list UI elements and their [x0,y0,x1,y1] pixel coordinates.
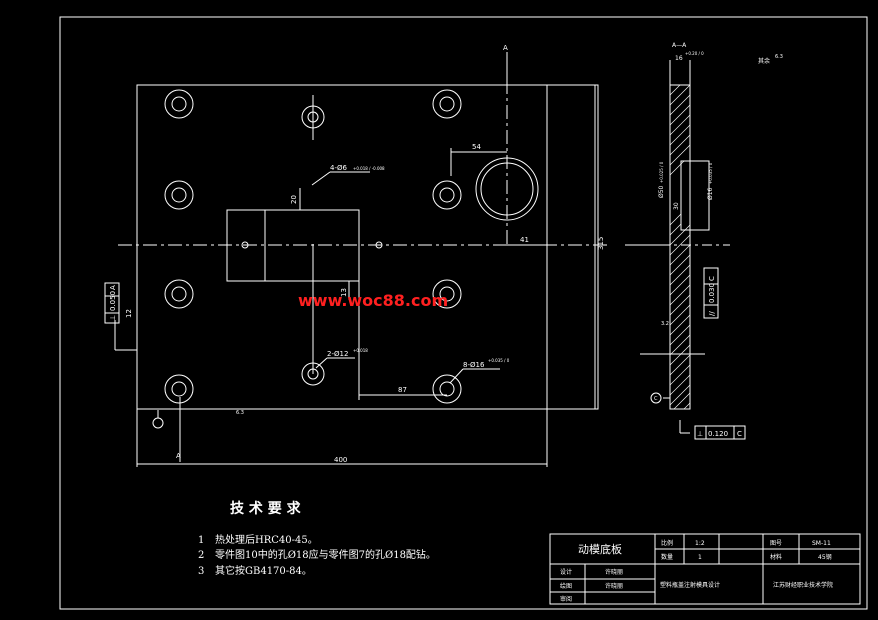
svg-text:0.050: 0.050 [109,291,117,311]
requirement-3-text: 其它按GB4170-84。 [215,564,312,577]
requirement-1-text: 热处理后HRC40-45。 [215,533,318,546]
title-scale-label: 比例 [661,539,673,547]
dim-12: 12 [125,309,133,318]
title-drawing-no-value: SM-11 [812,540,831,547]
plate-outline [136,84,599,410]
svg-text:0.030: 0.030 [708,283,716,303]
roughness-face: 3.2 [661,321,669,327]
tolerance-frame-right: C 0.030 // [703,267,719,319]
title-material-value: 45钢 [818,553,832,561]
roughness-note: 其余 [758,57,770,65]
hole-callout-2: 2-Ø12 [327,350,348,358]
section-dim-top-tol: +0.20 / 0 [685,51,704,56]
dim-20: 20 [290,195,298,204]
title-project: 塑料瓶盖注射模具设计 [660,581,720,589]
title-reviewer-label: 审阅 [560,595,572,603]
hole-callout-3-tol: +0.035 / 0 [488,358,510,363]
title-scale-value: 1:2 [695,540,705,547]
plan-roughness: 6.3 [236,410,244,416]
title-designer-label: 设计 [560,568,572,576]
requirement-1-num: 1 [198,535,204,546]
svg-text:0.120: 0.120 [708,430,728,438]
section-label-bottom: A [176,452,181,460]
datum-symbol-left [152,410,164,429]
svg-text:A: A [109,285,117,290]
hole-callout-2-tol: +0.018 [353,348,368,353]
section-dim-d1: Ø50 [658,185,665,198]
datum-symbol-right: C [650,392,662,404]
svg-text:⊥: ⊥ [109,315,117,321]
svg-text:C: C [654,396,658,402]
section-view-label: A—A [672,42,687,49]
title-school: 江苏财经职业技术学院 [773,581,833,589]
drawing-border [59,16,868,610]
dim-41: 41 [520,236,529,244]
requirements-heading: 技 术 要 求 [230,500,302,517]
hole-callout-3: 8-Ø16 [463,361,485,369]
title-qty-value: 1 [698,554,702,561]
tolerance-frame-bottom: ⊥ 0.120 C [694,425,746,440]
title-drafter-value: 许晓丽 [605,582,623,590]
title-material-label: 材料 [770,553,782,561]
hole-callout-1-tol: +0.018 / -0.008 [353,166,385,171]
roughness-general: 6.3 [775,54,783,60]
dim-54: 54 [472,143,481,151]
title-designer-value: 许晓丽 [605,568,623,576]
requirement-3-num: 3 [198,566,204,577]
svg-text:⊥: ⊥ [697,430,703,438]
section-dim-30: 30 [673,202,680,210]
dim-width: 400 [334,456,347,464]
title-drawing-no-label: 图号 [770,540,782,547]
requirement-2-num: 2 [198,550,204,561]
section-dim-d2: Ø16 [707,187,714,200]
dim-87: 87 [398,386,407,394]
technical-requirements: 技 术 要 求 1 热处理后HRC40-45。 2 零件图10中的孔Ø18应与零… [198,500,436,577]
svg-text:C: C [737,430,742,438]
dim-13: 13 [340,288,348,297]
title-part-name: 动模底板 [578,542,622,556]
section-dim-top: 16 [675,55,683,62]
svg-text://: // [708,311,716,316]
tolerance-frame-left: A 0.050 ⊥ [104,282,120,324]
section-dim-d2-tol: +0.035 / 0 [708,162,713,184]
hole-callout-1: 4-Ø6 [330,164,347,172]
section-dim-d1-tol: +0.025 / 0 [659,161,664,183]
dim-height: 315 [597,237,605,250]
section-label-top: A [503,44,508,52]
title-block [549,533,861,605]
title-drafter-label: 绘图 [560,582,572,590]
plan-view [114,52,610,467]
requirement-2-text: 零件图10中的孔Ø18应与零件图7的孔Ø18配钻。 [215,548,436,561]
svg-text:C: C [708,276,716,281]
title-qty-label: 数量 [661,553,673,561]
hole-group-8x [164,89,462,404]
section-view [625,60,730,434]
section-hatch [669,84,691,410]
watermark: www.woc88.com [298,291,448,310]
